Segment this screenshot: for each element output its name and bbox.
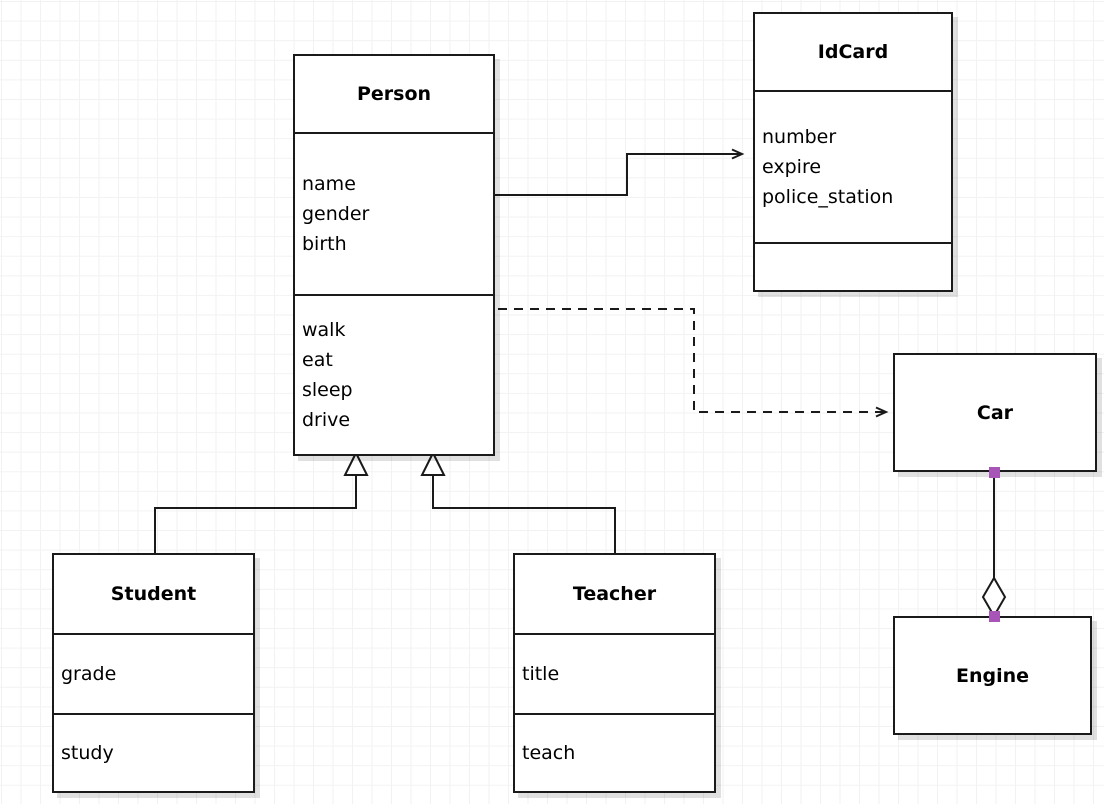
class-teacher[interactable]: Teacher title teach [513,553,716,793]
class-student-title: Student [110,583,197,605]
attribute-row: gender [302,203,370,225]
operation-row: drive [302,409,351,431]
attribute-row: number [762,126,837,148]
attribute-row: police_station [762,186,894,208]
operation-row: walk [302,319,346,341]
attribute-row: title [522,663,560,685]
class-idcard-operations [755,242,951,290]
aggregation-car-engine[interactable] [981,472,1007,618]
class-engine[interactable]: Engine [893,616,1092,735]
class-student-attributes: grade [54,633,253,713]
attribute-row: name [302,173,356,195]
operation-row: eat [302,349,333,371]
class-engine-title: Engine [955,664,1030,687]
attribute-row: birth [302,233,347,255]
generalization-teacher-person[interactable] [420,450,616,553]
operation-row: sleep [302,379,353,401]
class-idcard[interactable]: IdCard number expire police_station [753,12,953,292]
class-idcard-attributes: number expire police_station [755,90,951,242]
selection-handle-car-end[interactable] [989,467,1000,478]
class-person-operations: walk eat sleep drive [295,294,493,454]
class-teacher-title: Teacher [572,583,657,605]
operation-row: study [61,742,114,764]
class-person-title: Person [356,83,432,105]
hollow-triangle-arrowhead [420,450,446,476]
class-car-title: Car [976,401,1014,424]
class-idcard-title: IdCard [817,41,889,63]
class-student-operations: study [54,713,253,791]
class-teacher-attributes: title [515,633,714,713]
hollow-triangle-arrowhead [343,450,369,476]
class-teacher-operations: teach [515,713,714,791]
operation-row: teach [522,742,576,764]
dependency-person-car[interactable] [498,308,889,418]
attribute-row: grade [61,663,117,685]
selection-handle-engine-end[interactable] [989,611,1000,622]
class-person[interactable]: Person name gender birth walk eat sleep … [293,54,495,456]
generalization-student-person[interactable] [154,450,369,553]
association-person-idcard[interactable] [495,148,745,196]
class-car[interactable]: Car [893,353,1097,472]
attribute-row: expire [762,156,822,178]
class-person-attributes: name gender birth [295,132,493,294]
class-student[interactable]: Student grade study [52,553,255,793]
